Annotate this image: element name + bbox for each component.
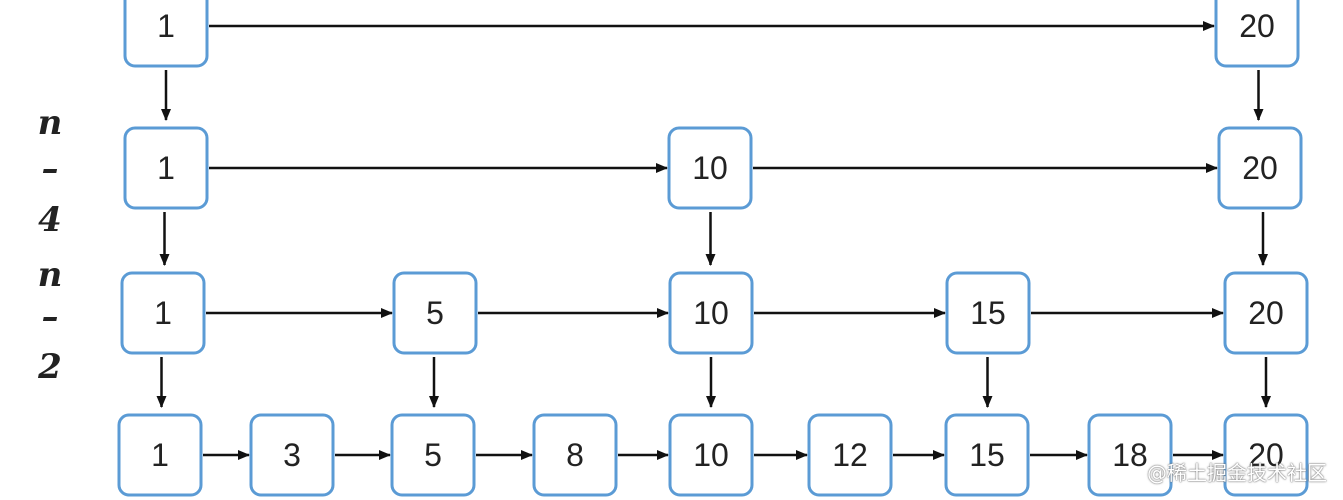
node-box	[123, 0, 209, 68]
node-box	[392, 271, 478, 355]
node-12: 12	[807, 413, 893, 497]
node-15: 15	[944, 413, 1030, 497]
node-label: 20	[1239, 8, 1275, 44]
node-15: 15	[945, 271, 1031, 355]
node-20: 20	[1223, 413, 1309, 497]
node-20: 20	[1214, 0, 1300, 68]
node-3: 3	[249, 413, 335, 497]
node-box	[390, 413, 476, 497]
node-label: 5	[426, 295, 444, 331]
node-1: 1	[117, 413, 203, 497]
node-8: 8	[532, 413, 618, 497]
side-label-2: –	[41, 149, 59, 189]
node-label: 15	[970, 295, 1006, 331]
watermark: @稀土掘金技术社区	[1147, 461, 1327, 485]
side-label-1: n	[37, 103, 63, 143]
node-box	[120, 271, 206, 355]
node-box	[668, 413, 754, 497]
node-box	[668, 271, 754, 355]
node-box	[945, 271, 1031, 355]
node-label: 15	[969, 437, 1005, 473]
node-box	[807, 413, 893, 497]
node-20: 20	[1223, 271, 1309, 355]
node-label: 10	[693, 437, 729, 473]
side-label-6: 2	[38, 347, 62, 387]
node-box	[123, 126, 209, 210]
node-box	[1087, 413, 1173, 497]
side-label-5: –	[41, 297, 59, 337]
node-label: 18	[1112, 437, 1148, 473]
node-label: 3	[283, 437, 301, 473]
side-label-3: 4	[38, 200, 62, 240]
node-5: 5	[392, 271, 478, 355]
node-box	[532, 413, 618, 497]
node-label: 1	[157, 150, 175, 186]
node-label: 8	[566, 437, 584, 473]
node-box	[117, 413, 203, 497]
node-box	[1214, 0, 1300, 68]
node-label: 1	[157, 8, 175, 44]
node-box	[944, 413, 1030, 497]
node-label: 10	[692, 150, 728, 186]
node-1: 1	[120, 271, 206, 355]
node-label: 12	[832, 437, 868, 473]
side-label-4: n	[37, 255, 63, 295]
node-box	[249, 413, 335, 497]
node-label: 20	[1248, 437, 1284, 473]
node-1: 1	[123, 0, 209, 68]
node-18: 18	[1087, 413, 1173, 497]
node-label: 20	[1242, 150, 1278, 186]
node-10: 10	[668, 271, 754, 355]
node-label: 1	[154, 295, 172, 331]
node-20: 20	[1217, 126, 1303, 210]
node-label: 10	[693, 295, 729, 331]
node-10: 10	[667, 126, 753, 210]
node-box	[667, 126, 753, 210]
node-label: 20	[1248, 295, 1284, 331]
node-box	[1223, 413, 1309, 497]
node-1: 1	[123, 126, 209, 210]
node-label: 5	[424, 437, 442, 473]
node-5: 5	[390, 413, 476, 497]
node-box	[1217, 126, 1303, 210]
node-10: 10	[668, 413, 754, 497]
node-label: 1	[151, 437, 169, 473]
edges-group	[156, 21, 1271, 460]
node-box	[1223, 271, 1309, 355]
